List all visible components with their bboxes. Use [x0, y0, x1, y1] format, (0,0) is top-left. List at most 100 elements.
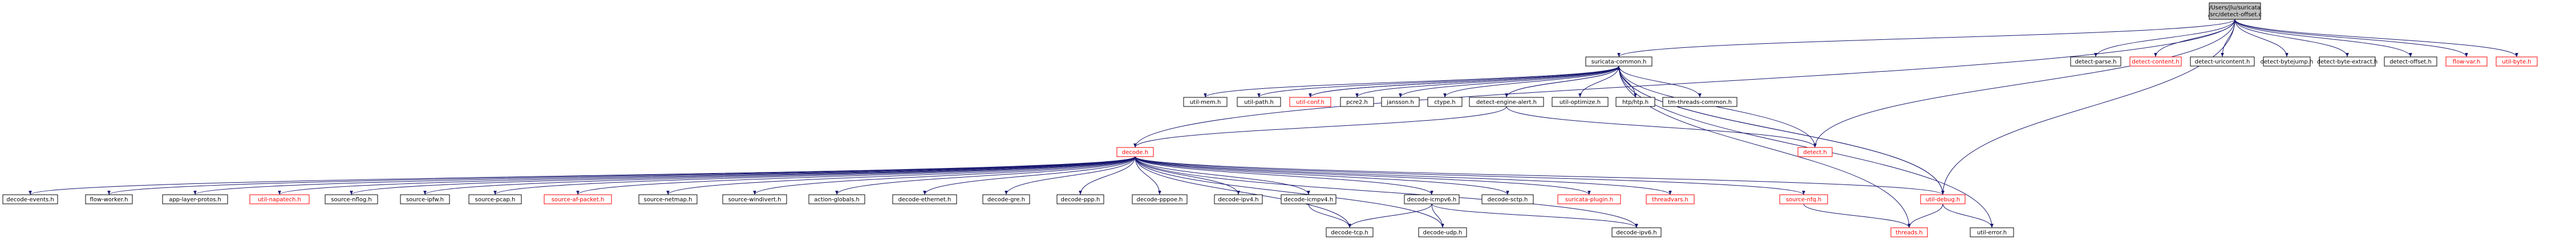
node-label: source-nfq.h [1786, 197, 1822, 203]
node-decode-ppp-h[interactable]: decode-ppp.h [1056, 194, 1104, 204]
node-threads-h[interactable]: threads.h [1890, 227, 1928, 237]
edge-n_sc-to-n_um [1204, 65, 1619, 98]
node-ctype-h[interactable]: ctype.h [1427, 97, 1463, 107]
node-source-ipfw-h[interactable]: source-ipfw.h [400, 194, 450, 204]
node-decode-pppoe-h[interactable]: decode-pppoe.h [1132, 194, 1188, 204]
edge-root-to-n_ub [2234, 19, 2518, 58]
node-box [1552, 97, 1609, 107]
edge-root-to-n_udbg [1941, 19, 2235, 195]
node-box [1340, 97, 1374, 107]
node-label: threadvars.h [1652, 197, 1688, 203]
node-label: util-path.h [1244, 100, 1274, 106]
node-source-nfq-h[interactable]: source-nfq.h [1779, 194, 1828, 204]
node-util-napatech-h[interactable]: util-napatech.h [249, 194, 310, 204]
node-detect-offset-h[interactable]: detect-offset.h [2384, 56, 2437, 67]
node-flow-worker-h[interactable]: flow-worker.h [85, 194, 133, 204]
edge-n_udbg-to-n_uerr [1942, 203, 1994, 228]
node-source-nflog-h[interactable]: source-nflog.h [325, 194, 378, 204]
node-decode-events-h[interactable]: decode-events.h [2, 194, 58, 204]
node-util-debug-h[interactable]: util-debug.h [1920, 194, 1966, 204]
node-decode-ethernet-h[interactable]: decode-ethernet.h [892, 194, 957, 204]
node-detect-bytejump-h[interactable]: detect-bytejump.h [2261, 56, 2314, 67]
node-box [892, 194, 957, 204]
node-flow-var-h[interactable]: flow-var.h [2445, 56, 2488, 67]
node-tm-threads-common-h[interactable]: tm-threads-common.h [1662, 97, 1737, 107]
node-label: /src/detect-offset.c [2208, 12, 2262, 18]
node-suricata-plugin-h[interactable]: suricata-plugin.h [1557, 194, 1621, 204]
node-box [2, 194, 58, 204]
node-box [1646, 194, 1695, 204]
node-decode-udp-h[interactable]: decode-udp.h [1418, 227, 1467, 237]
edge-n_dec-to-n_fw [107, 156, 1136, 195]
node-label: decode-ipv4.h [1218, 197, 1258, 203]
node-label: util-byte.h [2502, 59, 2531, 65]
node-source-windivert-h[interactable]: source-windivert.h [722, 194, 787, 204]
node-decode-gre-h[interactable]: decode-gre.h [982, 194, 1030, 204]
node-threadvars-h[interactable]: threadvars.h [1646, 194, 1695, 204]
node-detect-content-h[interactable]: detect-content.h [2129, 56, 2182, 67]
node-box [1237, 97, 1281, 107]
edge-n_dec-to-n_snf [350, 156, 1136, 195]
edge-n_dec-to-n_snm [666, 156, 1136, 195]
node-util-conf-h[interactable]: util-conf.h [1289, 97, 1331, 107]
edge-n_sc-to-n_thr [1618, 65, 1911, 228]
node-detect-byte-extract-h[interactable]: detect-byte-extract.h [2317, 56, 2378, 67]
node-detect-parse-h[interactable]: detect-parse.h [2070, 56, 2121, 67]
node-box [2263, 56, 2311, 67]
node-label: util-mem.h [1190, 100, 1221, 106]
node-util-optimize-h[interactable]: util-optimize.h [1552, 97, 1609, 107]
node-label: detect-parse.h [2075, 59, 2116, 65]
node-decode-ipv6-h[interactable]: decode-ipv6.h [1611, 227, 1662, 237]
node-util-path-h[interactable]: util-path.h [1237, 97, 1281, 107]
node-detect-h[interactable]: detect.h [1797, 147, 1833, 157]
node-source-netmap-h[interactable]: source-netmap.h [638, 194, 698, 204]
node-box [2496, 56, 2538, 67]
node-label: /Users/jlu/suricata [2209, 5, 2261, 11]
edge-n_dec-to-n_dic4 [1135, 156, 1310, 195]
node-util-mem-h[interactable]: util-mem.h [1183, 97, 1228, 107]
node-decode-icmpv6-h[interactable]: decode-icmpv6.h [1404, 194, 1460, 204]
edge-n_snfq-to-n_thr [1803, 203, 1911, 228]
node-label: source-af-packet.h [552, 197, 605, 203]
node-htp-htp-h[interactable]: htp/htp.h [1615, 97, 1655, 107]
node-root-file[interactable]: /Users/jlu/suricata/src/detect-offset.c [2208, 2, 2262, 20]
edge-n_dec-to-n_ag [835, 156, 1136, 195]
node-box [325, 194, 378, 204]
node-decode-sctp-h[interactable]: decode-sctp.h [1481, 194, 1534, 204]
node-label: decode-ethernet.h [898, 197, 951, 203]
node-source-pcap-h[interactable]: source-pcap.h [468, 194, 522, 204]
edge-root-to-n_dp [2094, 19, 2235, 58]
node-box [1214, 194, 1263, 204]
node-decode-h[interactable]: decode.h [1116, 147, 1154, 157]
node-box [1056, 194, 1104, 204]
edge-n_dec-to-n_deth [923, 156, 1136, 195]
edge-n_sc-to-n_uerr [1618, 65, 1994, 228]
node-action-globals-h[interactable]: action-globals.h [808, 194, 865, 204]
node-box [1585, 56, 1652, 67]
node-detect-uricontent-h[interactable]: detect-uricontent.h [2190, 56, 2255, 67]
node-source-af-packet-h[interactable]: source-af-packet.h [544, 194, 612, 204]
edge-n_sc-to-n_uo [1578, 65, 1619, 98]
node-decode-tcp-h[interactable]: decode-tcp.h [1326, 227, 1374, 237]
node-label: action-globals.h [814, 197, 860, 203]
edge-root-to-n_du [2221, 19, 2235, 58]
node-util-error-h[interactable]: util-error.h [1970, 227, 2014, 237]
edge-n_sc-to-n_js [1399, 65, 1619, 98]
edge-n_dic6-to-n_dip6 [1431, 203, 1638, 228]
node-detect-engine-alert-h[interactable]: detect-engine-alert.h [1469, 97, 1544, 107]
edge-n_dec-to-n_dic6 [1135, 156, 1433, 195]
dependency-edges [29, 19, 2518, 228]
node-decode-ipv4-h[interactable]: decode-ipv4.h [1214, 194, 1263, 204]
node-app-layer-protos-h[interactable]: app-layer-protos.h [162, 194, 228, 204]
edge-n_dec-to-n_spc [493, 156, 1136, 195]
node-util-byte-h[interactable]: util-byte.h [2496, 56, 2538, 67]
node-pcre2-h[interactable]: pcre2.h [1340, 97, 1374, 107]
edge-n_udbg-to-n_sc [1617, 65, 1943, 195]
node-label: detect-engine-alert.h [1476, 100, 1537, 106]
node-suricata-common-h[interactable]: suricata-common.h [1585, 56, 1652, 67]
node-decode-icmpv4-h[interactable]: decode-icmpv4.h [1281, 194, 1336, 204]
node-box [2319, 56, 2376, 67]
node-jansson-h[interactable]: jansson.h [1381, 97, 1420, 107]
node-label: source-nflog.h [331, 197, 371, 203]
